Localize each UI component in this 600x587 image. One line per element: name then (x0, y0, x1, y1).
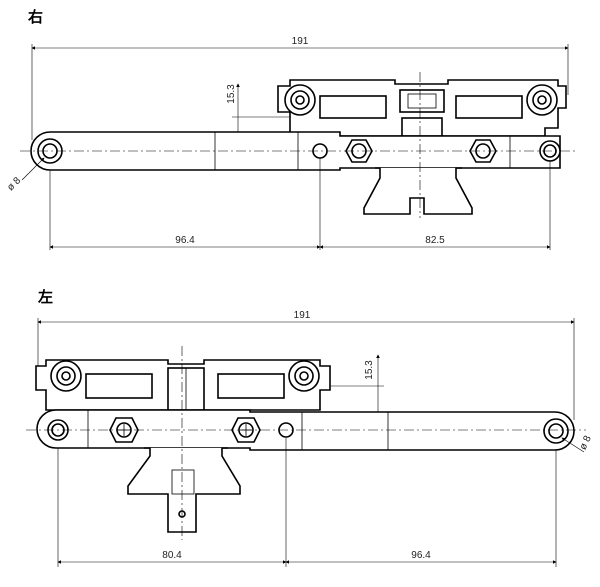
right-overall-length: 191 (292, 36, 309, 47)
left-span-dimensions: 80.4 96.4 (57, 438, 557, 567)
left-housing (35, 359, 331, 411)
left-hanger (127, 447, 241, 533)
right-housing (277, 79, 567, 137)
right-overall-dimension: 191 (31, 36, 569, 140)
right-view-title: 右 (28, 8, 43, 26)
left-top-roller-right (288, 360, 320, 392)
left-view: 左 191 15.3 (26, 288, 594, 567)
left-view-title: 左 (37, 288, 53, 306)
right-span-dimensions: 96.4 82.5 (49, 158, 551, 250)
left-left-span: 80.4 (162, 550, 182, 561)
left-height-offset: 15.3 (364, 360, 375, 380)
right-right-span: 82.5 (425, 235, 445, 246)
right-view: 右 191 15.3 (5, 8, 578, 250)
right-pivot-diameter-label: ø 8 (5, 175, 23, 193)
left-pivot-diameter-label: ø 8 (578, 434, 594, 452)
right-hanger (363, 167, 473, 215)
left-top-roller-left (50, 360, 82, 392)
left-overall-length: 191 (294, 310, 311, 321)
left-right-span: 96.4 (411, 550, 431, 561)
right-top-roller-left (284, 84, 316, 116)
right-top-roller-right (526, 84, 558, 116)
right-height-offset: 15.3 (226, 84, 237, 104)
right-left-span: 96.4 (175, 235, 195, 246)
